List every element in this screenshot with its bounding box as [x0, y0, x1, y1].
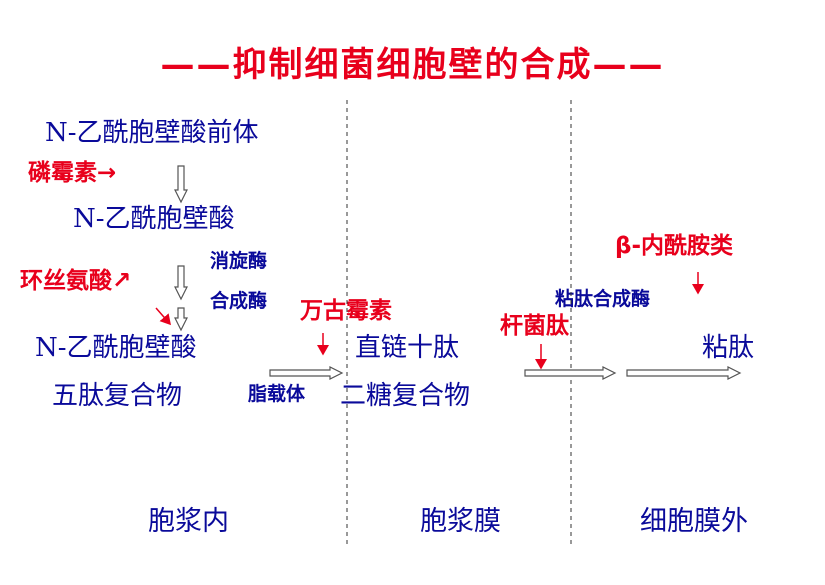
- arrow-muramic-to-intermediate: [174, 265, 188, 301]
- arrow-cytoplasm-to-membrane: [269, 366, 344, 380]
- pentapeptide-label-line1: N-乙酰胞壁酸: [35, 333, 197, 363]
- precursor-label: N-乙酰胞壁酸前体: [45, 118, 259, 148]
- inhibitor-bacitracin: 杆菌肽: [500, 313, 569, 339]
- pentapeptide-label-line2: 五肽复合物: [52, 381, 183, 411]
- muramic-acid-label: N-乙酰胞壁酸: [73, 204, 235, 234]
- transpeptidase-label: 粘肽合成酶: [555, 288, 651, 310]
- region-membrane: 胞浆膜: [420, 506, 501, 537]
- synthetase-label: 合成酶: [210, 290, 268, 312]
- racemase-label: 消旋酶: [210, 250, 268, 272]
- inhibit-arrow-cycloserine: [155, 307, 171, 326]
- arrow-membrane-to-outside: [524, 366, 617, 380]
- linear-decapeptide-label: 直链十肽: [355, 333, 460, 363]
- lipid-carrier-label: 脂载体: [248, 383, 306, 405]
- disaccharide-complex-label: 二糖复合物: [340, 381, 471, 411]
- arrow-intermediate-to-pentapeptide: [174, 307, 188, 332]
- inhibitor-cycloserine: 环丝氨酸↗: [20, 268, 132, 294]
- inhibitor-fosfomycin: 磷霉素→: [28, 160, 117, 186]
- arrow-to-peptidoglycan: [626, 366, 742, 380]
- arrow-precursor-to-muramic: [174, 165, 188, 204]
- region-outside: 细胞膜外: [640, 506, 748, 537]
- diagram-title: ——抑制细菌细胞壁的合成——: [160, 45, 665, 85]
- peptidoglycan-label: 粘肽: [702, 333, 755, 363]
- inhibitor-vancomycin: 万古霉素: [300, 298, 392, 324]
- region-cytoplasm: 胞浆内: [148, 506, 229, 537]
- inhibitor-beta-lactams: β-内酰胺类: [615, 233, 734, 259]
